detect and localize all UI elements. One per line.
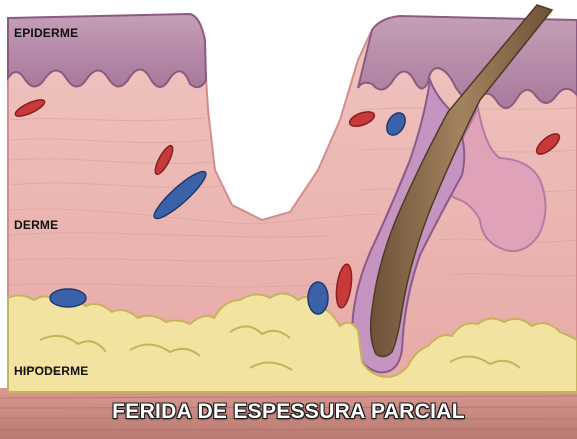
vein	[308, 282, 328, 314]
figure-caption: FERIDA DE ESPESSURA PARCIAL	[0, 400, 577, 424]
vein	[50, 289, 86, 307]
dermis-label: DERME	[14, 218, 58, 232]
epidermis-label: EPIDERME	[14, 26, 78, 40]
hypodermis-label: HIPODERME	[14, 364, 88, 378]
